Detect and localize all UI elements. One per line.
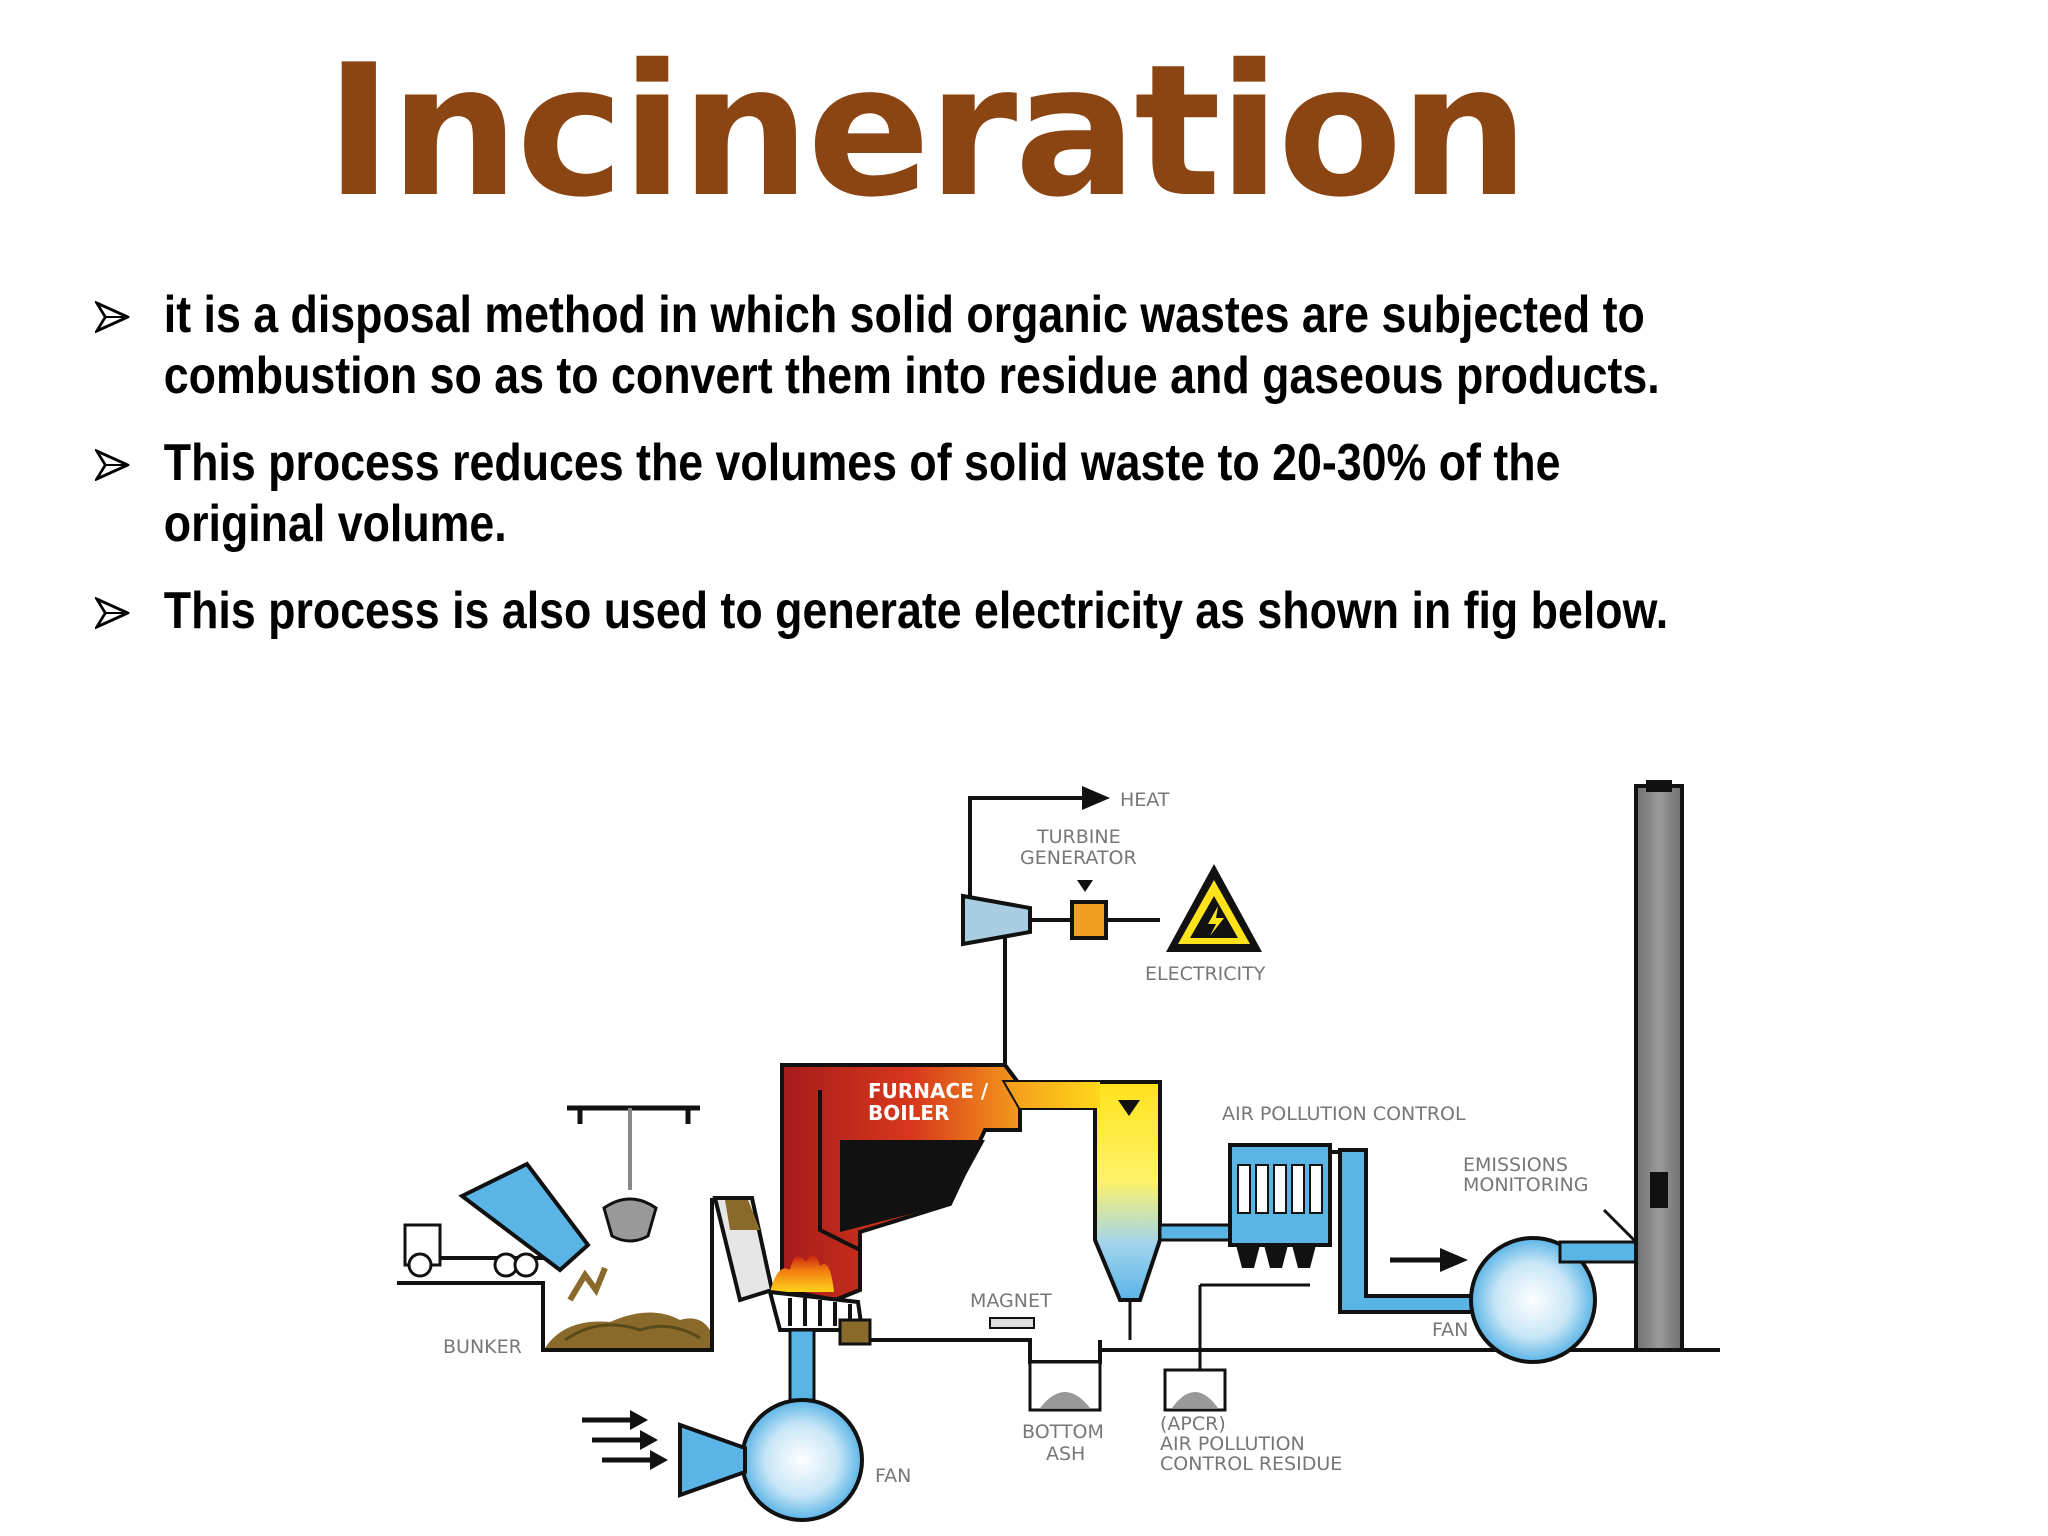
- arrow-bullet-icon: [95, 301, 130, 333]
- turbine-icon: [961, 893, 1032, 947]
- turbine-generator: HEAT TURBINE GENERATOR ELECTRICITY: [961, 786, 1266, 1065]
- bunker: BUNKER: [443, 1266, 710, 1358]
- fan-bottom-icon: [740, 1398, 864, 1522]
- stack-icon: [1634, 784, 1684, 1352]
- flue-gas-duct: [1001, 1080, 1242, 1340]
- cyclone-arrow-icon: [1118, 1100, 1140, 1116]
- generator-label: GENERATOR: [1020, 847, 1137, 869]
- magnet-icon: [989, 1317, 1035, 1329]
- ash-label: ASH: [1046, 1443, 1085, 1465]
- ash-pile-icon: [1040, 1392, 1090, 1408]
- air-pollution-control: AIR POLLUTION CONTROL: [1198, 1103, 1482, 1378]
- apcr-pile-icon: [1172, 1392, 1218, 1408]
- bullet-item: it is a disposal method in which solid o…: [95, 285, 1729, 407]
- electricity-label: ELECTRICITY: [1145, 963, 1266, 985]
- bunker-label: BUNKER: [443, 1336, 522, 1358]
- apcr-label: (APCR): [1160, 1413, 1226, 1435]
- air-pollution-control-label: AIR POLLUTION CONTROL: [1222, 1103, 1466, 1125]
- monitoring-label: MONITORING: [1463, 1174, 1588, 1196]
- arrow-bullet-icon: [95, 449, 130, 481]
- truck-icon: [403, 1161, 591, 1278]
- bullet-text: This process reduces the volumes of soli…: [163, 434, 1561, 553]
- boiler-label: BOILER: [868, 1101, 950, 1125]
- fan-bottom-label: FAN: [875, 1465, 911, 1487]
- turbine-label: TURBINE: [1036, 826, 1121, 848]
- electricity-hazard-icon: [1166, 864, 1262, 952]
- fan-right: FAN: [1432, 1236, 1647, 1364]
- emissions-label: EMISSIONS: [1463, 1154, 1568, 1176]
- bullet-item: This process reduces the volumes of soli…: [95, 433, 1729, 555]
- magnet: MAGNET: [970, 1290, 1052, 1329]
- bullet-list: it is a disposal method in which solid o…: [95, 285, 1995, 668]
- crane-icon: [567, 1105, 700, 1243]
- fan-bottom: FAN: [582, 1328, 911, 1522]
- slide-title: Incineration: [325, 25, 1529, 237]
- flow-arrow-icon: [1440, 1248, 1468, 1272]
- fan-right-icon: [1469, 1236, 1597, 1364]
- stack: EMISSIONS MONITORING: [1463, 780, 1684, 1352]
- bullet-text: This process is also used to generate el…: [163, 582, 1669, 640]
- furnace-boiler: FURNACE / BOILER: [712, 1063, 1022, 1346]
- bottom-ash-label: BOTTOM: [1022, 1421, 1104, 1443]
- magnet-label: MAGNET: [970, 1290, 1052, 1312]
- generator-arrow-icon: [1077, 880, 1093, 892]
- arrow-bullet-icon: [95, 597, 130, 629]
- bullet-text: it is a disposal method in which solid o…: [163, 286, 1660, 405]
- fan-right-label: FAN: [1432, 1319, 1468, 1341]
- furnace-label: FURNACE /: [868, 1079, 989, 1103]
- heat-arrow-icon: [1082, 786, 1110, 810]
- apcr-control-residue-label: CONTROL RESIDUE: [1160, 1453, 1342, 1475]
- heat-label: HEAT: [1120, 789, 1170, 811]
- flame-icon: [770, 1254, 834, 1292]
- apcr-air-pollution-label: AIR POLLUTION: [1160, 1433, 1305, 1455]
- bullet-item: This process is also used to generate el…: [95, 581, 1729, 642]
- generator-icon: [1070, 900, 1108, 940]
- air-intake-arrows-icon: [582, 1410, 668, 1470]
- apcr: (APCR) AIR POLLUTION CONTROL RESIDUE: [1160, 1368, 1342, 1475]
- bottom-ash: BOTTOM ASH: [1022, 1360, 1104, 1465]
